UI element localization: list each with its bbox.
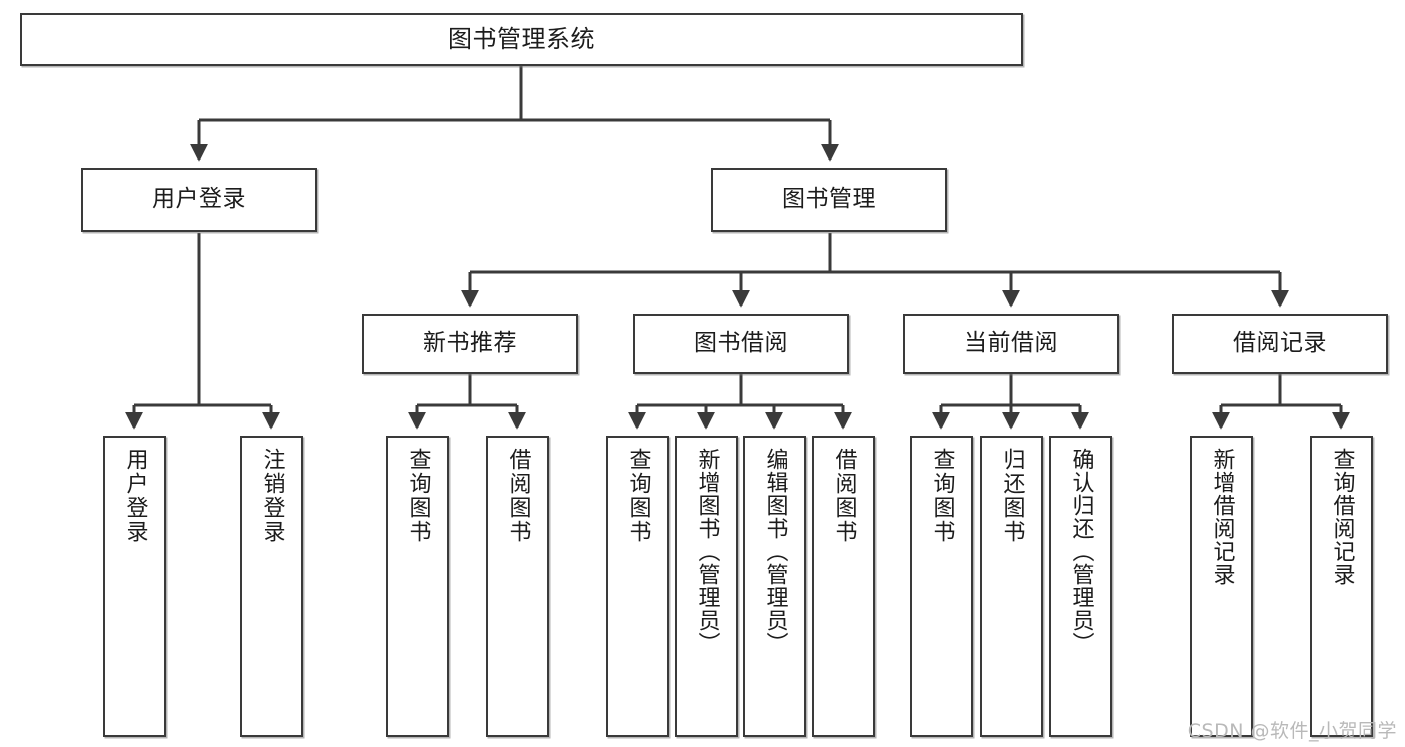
node-label: 用户登录: [122, 448, 148, 544]
node-label: 图书管理: [782, 186, 876, 213]
node-book-management[interactable]: 图书管理: [711, 168, 947, 232]
node-leaf-query-book-borrow[interactable]: 查询图书: [606, 436, 669, 737]
node-label: 图书借阅: [694, 330, 788, 357]
node-borrow-record[interactable]: 借阅记录: [1172, 314, 1388, 374]
node-label: 编辑图书（管理员）: [762, 448, 788, 655]
node-leaf-query-book-current[interactable]: 查询图书: [910, 436, 973, 737]
node-label: 查询图书: [625, 448, 651, 544]
node-label: 借阅记录: [1233, 330, 1327, 357]
node-new-book-recommend[interactable]: 新书推荐: [362, 314, 578, 374]
node-leaf-add-book-admin[interactable]: 新增图书（管理员）: [675, 436, 738, 737]
node-leaf-add-borrow-record[interactable]: 新增借阅记录: [1190, 436, 1253, 737]
node-leaf-borrow-book-recommend[interactable]: 借阅图书: [486, 436, 549, 737]
node-leaf-return-book[interactable]: 归还图书: [980, 436, 1043, 737]
watermark-text: CSDN @软件_小贺同学: [1187, 720, 1397, 742]
node-label: 注销登录: [259, 448, 285, 544]
node-label: 用户登录: [152, 186, 246, 213]
node-label: 新增借阅记录: [1209, 448, 1235, 586]
node-leaf-logout[interactable]: 注销登录: [240, 436, 303, 737]
node-user-login[interactable]: 用户登录: [81, 168, 317, 232]
node-leaf-edit-book-admin[interactable]: 编辑图书（管理员）: [743, 436, 806, 737]
node-leaf-borrow-book[interactable]: 借阅图书: [812, 436, 875, 737]
node-label: 借阅图书: [831, 448, 857, 544]
node-label: 查询借阅记录: [1329, 448, 1355, 586]
node-label: 确认归还（管理员）: [1068, 448, 1094, 655]
node-label: 新增图书（管理员）: [694, 448, 720, 655]
node-leaf-confirm-return-admin[interactable]: 确认归还（管理员）: [1049, 436, 1112, 737]
node-label: 归还图书: [999, 448, 1025, 544]
node-label: 图书管理系统: [448, 25, 595, 54]
node-label: 新书推荐: [423, 330, 517, 357]
node-label: 查询图书: [405, 448, 431, 544]
node-root-book-management-system[interactable]: 图书管理系统: [20, 13, 1023, 66]
node-book-borrow[interactable]: 图书借阅: [633, 314, 849, 374]
node-leaf-user-login[interactable]: 用户登录: [103, 436, 166, 737]
node-leaf-query-book-recommend[interactable]: 查询图书: [386, 436, 449, 737]
node-leaf-query-borrow-record[interactable]: 查询借阅记录: [1310, 436, 1373, 737]
node-label: 查询图书: [929, 448, 955, 544]
node-current-borrow[interactable]: 当前借阅: [903, 314, 1119, 374]
node-label: 当前借阅: [964, 330, 1058, 357]
node-label: 借阅图书: [505, 448, 531, 544]
